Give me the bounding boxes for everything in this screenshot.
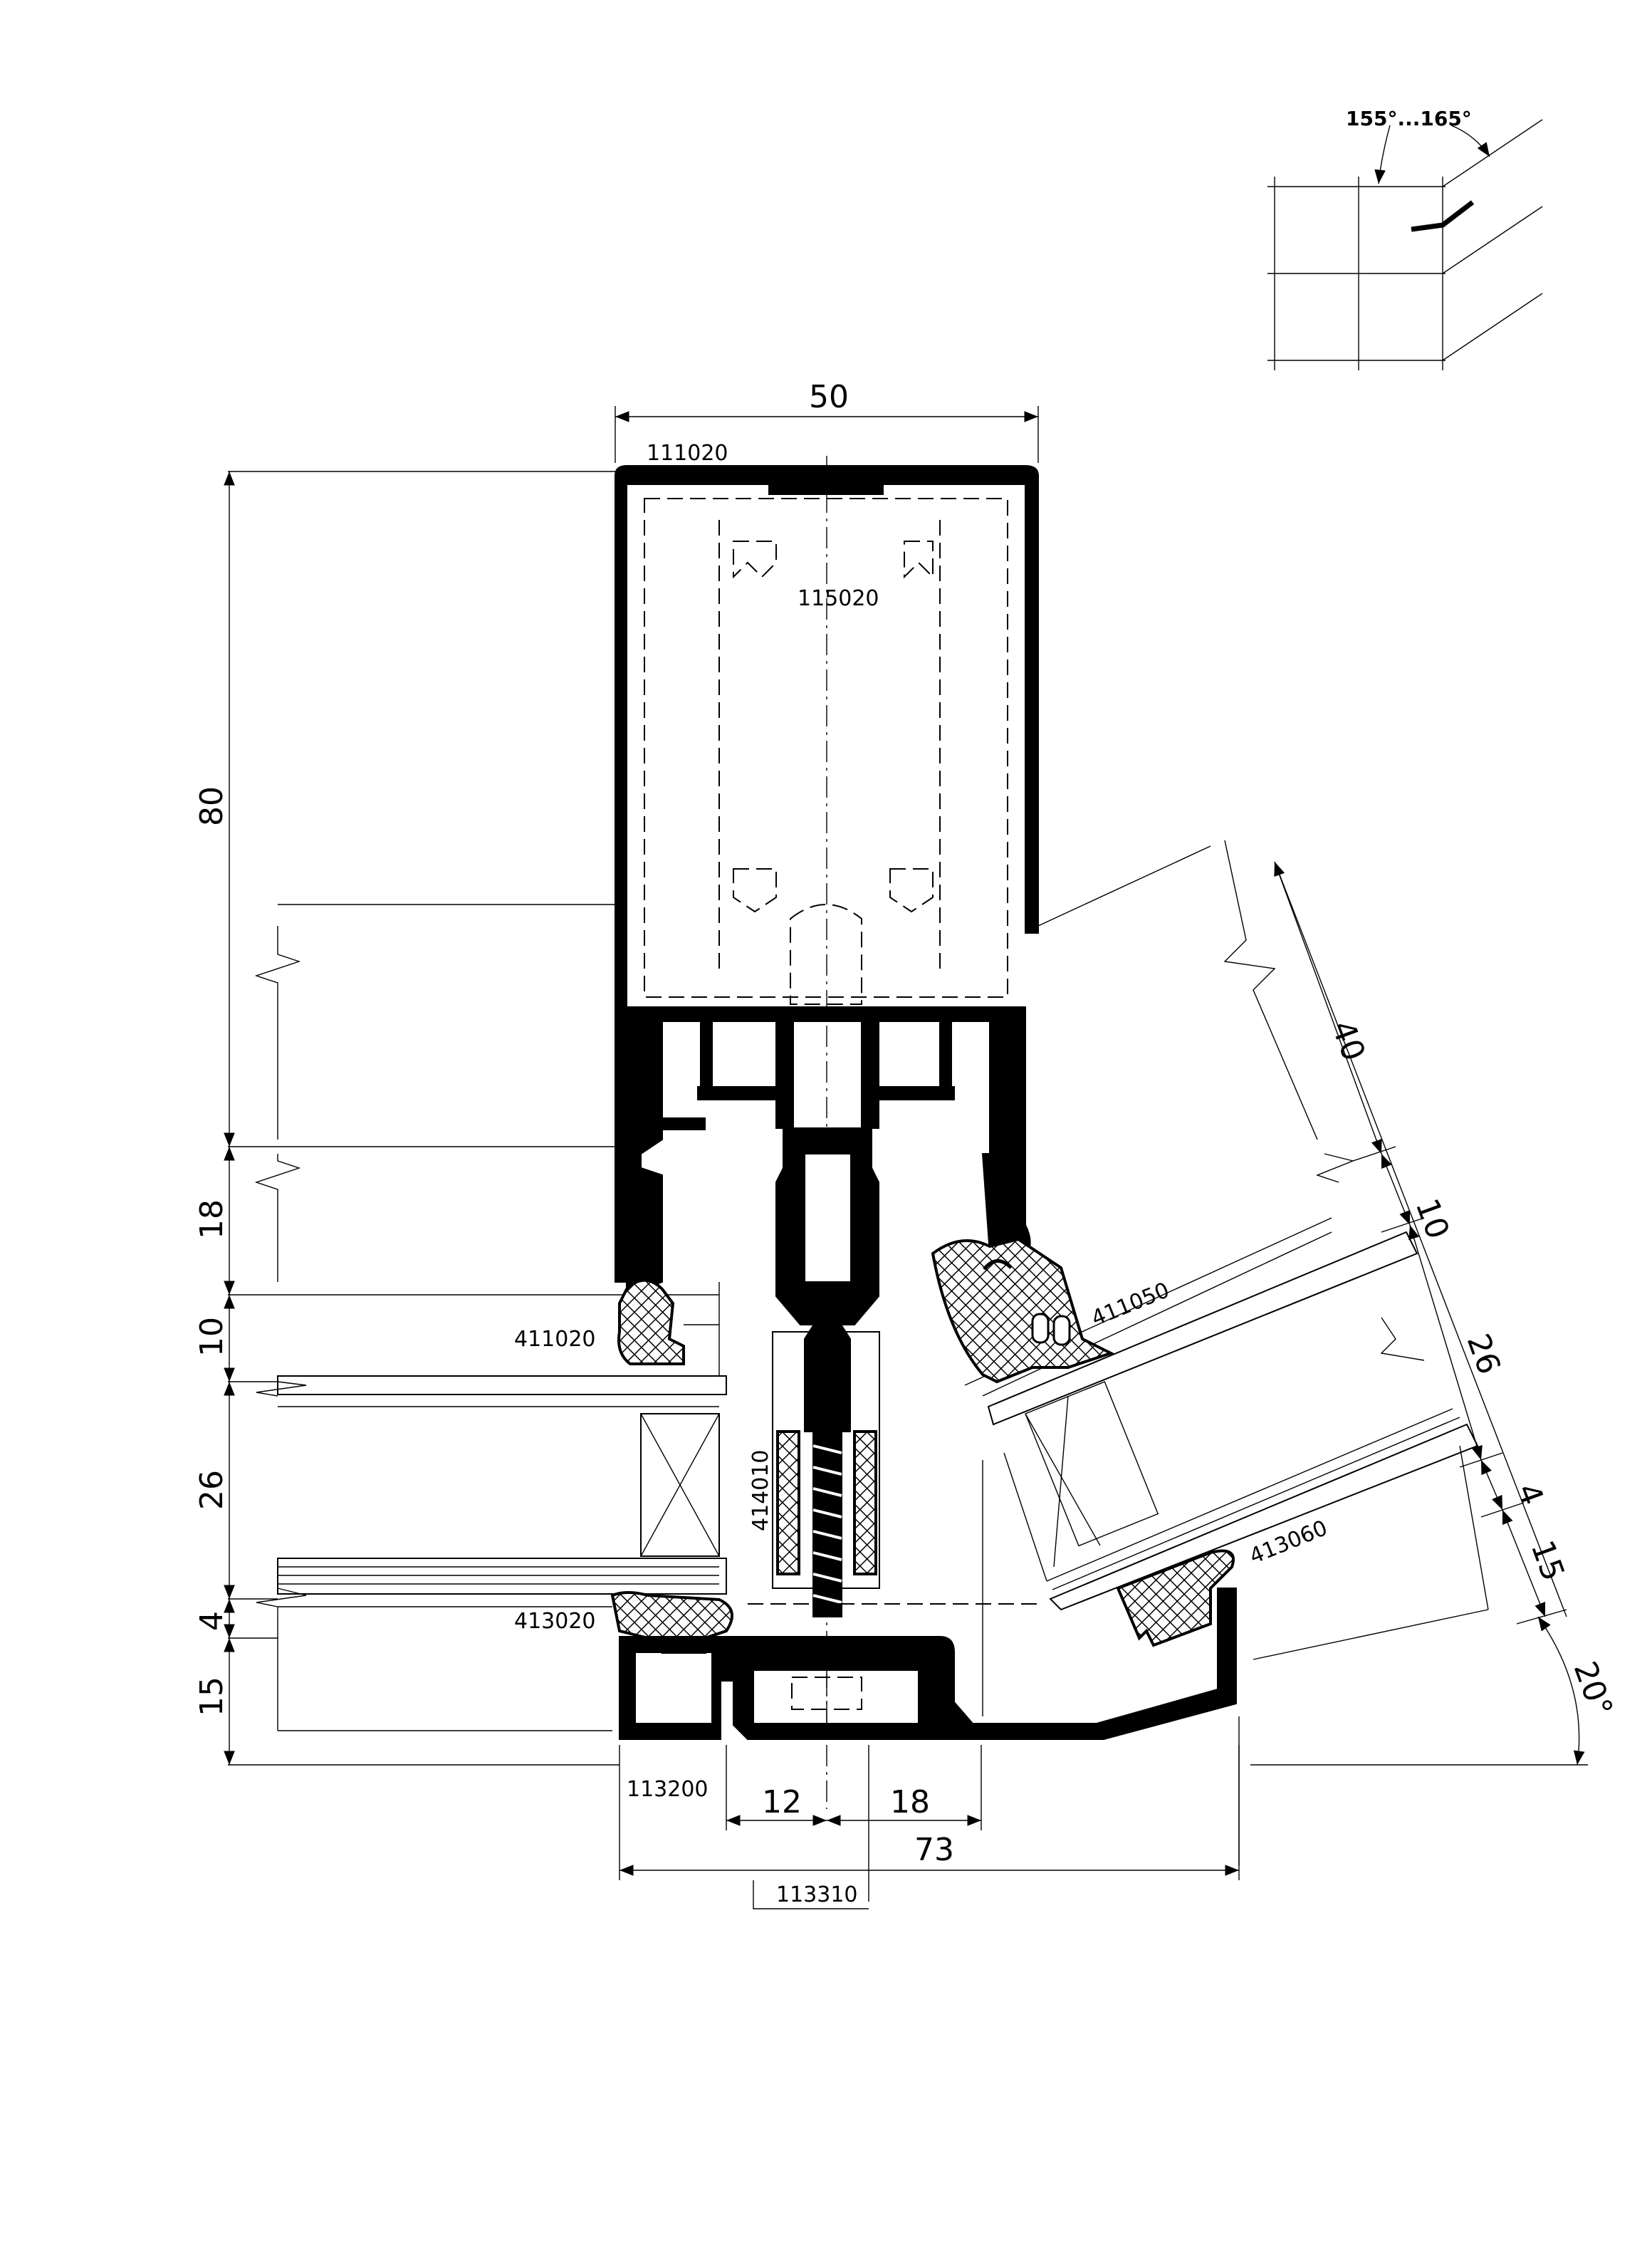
dim-left-vertical: 80 18 10 26 4 15: [194, 471, 620, 1766]
dim-18-label: 18: [194, 1199, 230, 1239]
part-414010-label: 414010: [748, 1449, 773, 1531]
dim-4-label: 4: [194, 1611, 230, 1631]
inset-angle-sketch: 155°...165°: [1267, 107, 1543, 370]
part-113310-label: 113310: [776, 1882, 858, 1907]
part-111020-label: 111020: [647, 441, 728, 466]
left-glazing-unit: [254, 904, 727, 1731]
dim-angled-15-label: 15: [1524, 1536, 1572, 1585]
gasket-411050: [931, 1237, 1115, 1384]
dim-bottom: 12 18 73: [619, 1745, 1240, 1909]
gasket-411020: [617, 1278, 685, 1365]
dim-bottom-18-label: 18: [890, 1784, 930, 1820]
dim-angled-10-label: 10: [1408, 1194, 1456, 1244]
part-411020-label: 411020: [514, 1327, 596, 1352]
dim-26-label: 26: [194, 1470, 230, 1510]
part-413060-label: 413060: [1246, 1516, 1331, 1569]
inset-angle-label: 155°...165°: [1346, 107, 1472, 130]
dim-50-label: 50: [809, 379, 849, 415]
dim-73-label: 73: [914, 1832, 954, 1868]
base-profile: [619, 1588, 1237, 1809]
screw-414010: [772, 1302, 880, 1617]
part-413020-label: 413020: [514, 1609, 596, 1634]
part-115020-label: 115020: [798, 586, 879, 611]
dim-10-label: 10: [194, 1317, 230, 1357]
dim-angled-40-label: 40: [1324, 1016, 1372, 1065]
dim-top-width: 50: [615, 379, 1039, 463]
part-113200-label: 113200: [627, 1777, 709, 1802]
mullion-profile: [615, 456, 1039, 1731]
part-411050-label: 411050: [1088, 1278, 1173, 1331]
dim-80-label: 80: [194, 786, 230, 826]
dim-angle-20-label: 20°: [1567, 1657, 1620, 1721]
dim-angled: 40 10 26 4 15 20°: [1250, 861, 1620, 1766]
gasket-413060: [1116, 1549, 1235, 1647]
dim-12-label: 12: [762, 1784, 802, 1820]
dim-15-label: 15: [194, 1677, 230, 1716]
dim-angled-26-label: 26: [1460, 1329, 1507, 1379]
